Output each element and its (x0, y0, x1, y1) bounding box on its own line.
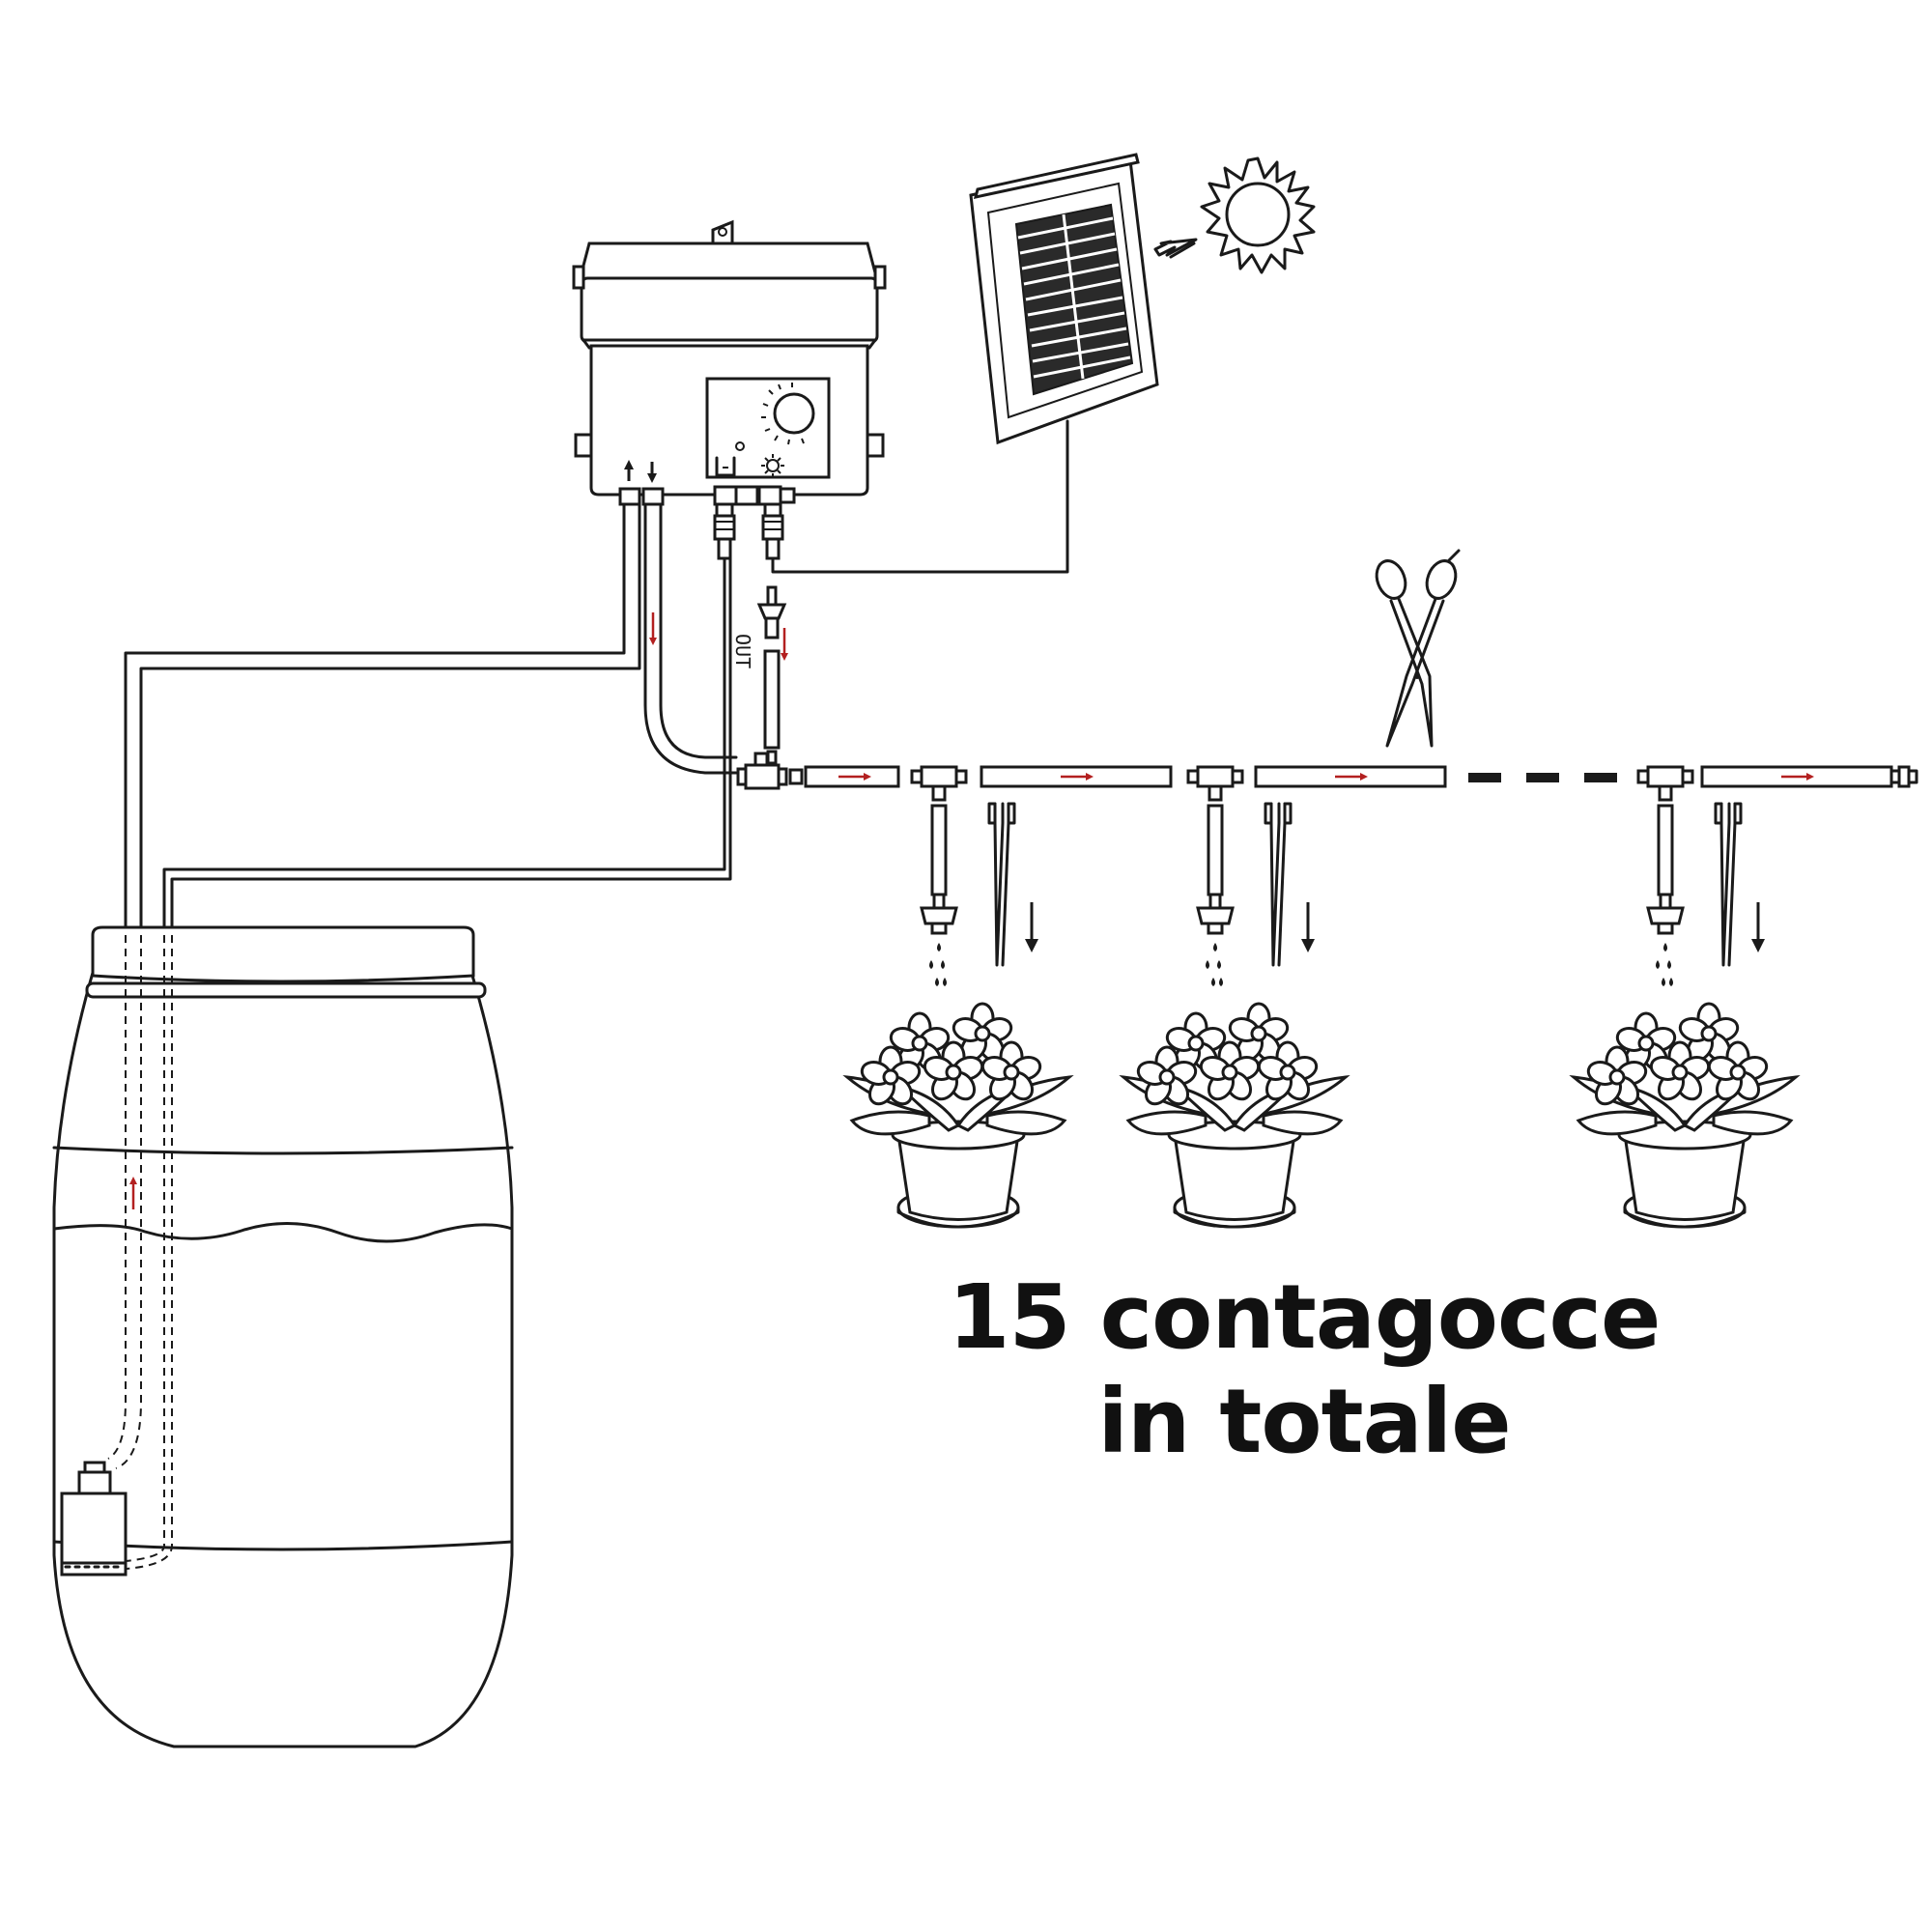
check-valve (756, 585, 787, 765)
solar-cells (1014, 203, 1134, 396)
dripper-group-2 (1123, 765, 1346, 1227)
dripper-group-3 (1574, 765, 1796, 1227)
submerged-cable (125, 935, 173, 1570)
dripper-group-1 (847, 765, 1069, 1227)
pump-mode-icon (715, 456, 736, 477)
scissors-icon (1375, 549, 1461, 748)
solar-panel (969, 153, 1159, 445)
timer-dial[interactable] (773, 392, 815, 435)
caption-line-2: in totale (1097, 1370, 1511, 1473)
suction-hose (124, 502, 641, 937)
submerged-hose (107, 935, 142, 1469)
potted-plant (1574, 1004, 1796, 1227)
sun-mode-icon (761, 454, 784, 477)
outlet-label: OUT (731, 634, 754, 668)
submersible-pump (60, 1461, 128, 1577)
caption-line-1: 15 contagocce (948, 1265, 1662, 1369)
potted-plant (847, 1004, 1069, 1227)
controller-box (572, 219, 887, 506)
end-cap (1889, 765, 1918, 788)
solar-cable (771, 419, 1069, 574)
delivery-hose (643, 502, 738, 775)
inlet-outlet-arrows (624, 460, 657, 483)
status-led (735, 441, 745, 451)
sunlight-arrow-icon (1153, 238, 1198, 259)
main-drip-line (736, 752, 1918, 790)
water-barrel (52, 925, 514, 1748)
pump-cable (162, 556, 732, 937)
sun-icon (1200, 156, 1316, 274)
solar-power-plug (761, 502, 784, 560)
line-continues-dashes (1468, 773, 1617, 782)
potted-plant (1123, 1004, 1346, 1227)
pump-power-plug (713, 502, 736, 560)
